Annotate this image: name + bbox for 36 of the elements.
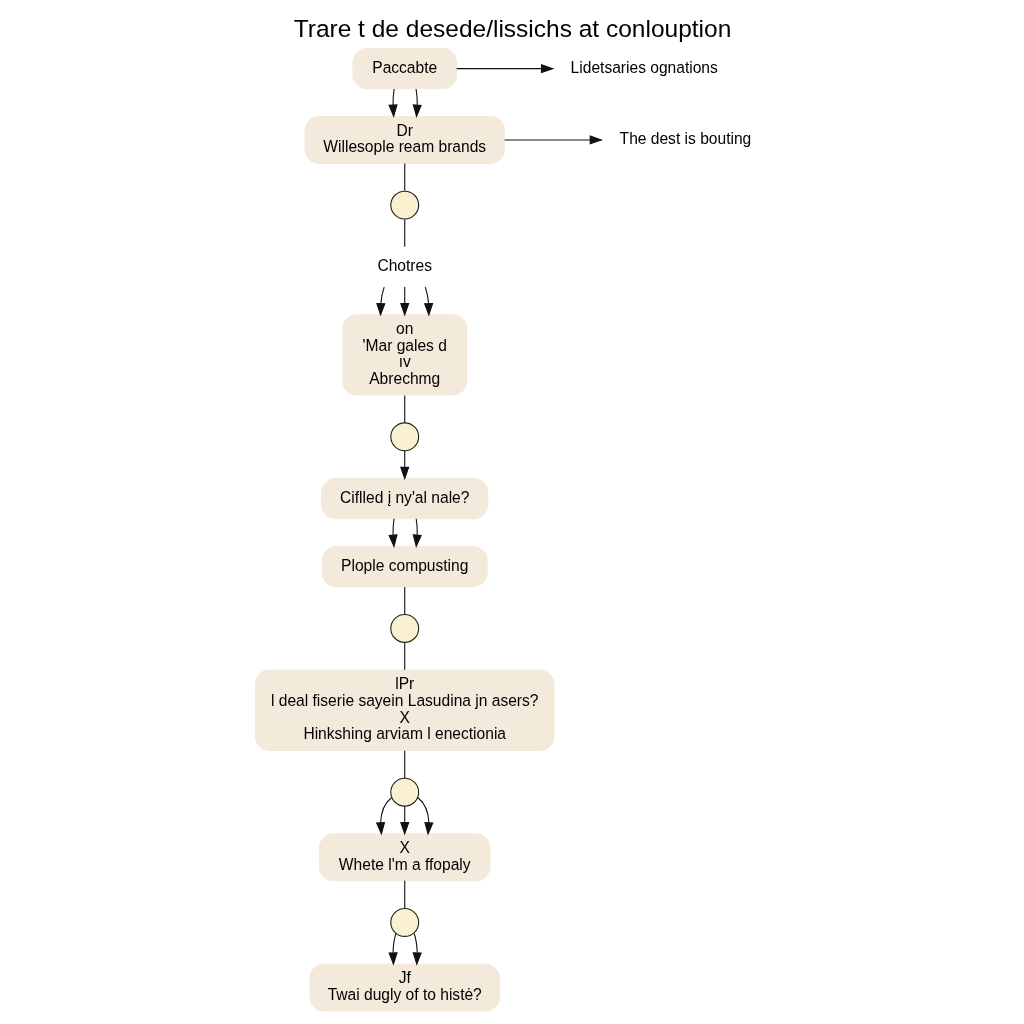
connector bbox=[403, 218, 405, 248]
node-box: Paccabte bbox=[351, 48, 457, 90]
connector bbox=[403, 880, 405, 909]
arrow bbox=[387, 88, 398, 118]
arrow bbox=[375, 286, 385, 317]
connector bbox=[403, 586, 405, 615]
arrow bbox=[423, 286, 433, 317]
node-box: lPr l deal fiserie sayein Lasudina jn asers? X Hinkshing arviam l enectionia bbox=[254, 669, 555, 751]
arrow bbox=[412, 88, 422, 118]
node-circle bbox=[389, 613, 419, 643]
node-circle bbox=[389, 908, 419, 937]
node-text: Lidetsaries ognations bbox=[570, 58, 718, 76]
node-box: Plople compusting bbox=[321, 545, 488, 588]
node-box: Dr Willesople ream brands bbox=[303, 116, 505, 164]
node-circle bbox=[389, 190, 419, 220]
arrow bbox=[387, 932, 398, 966]
node-circle bbox=[389, 777, 419, 807]
arrow bbox=[412, 518, 422, 548]
arrow bbox=[455, 63, 554, 74]
connector bbox=[403, 162, 405, 192]
node-box: Ciflled į ny'al nale? bbox=[320, 478, 488, 520]
connector bbox=[403, 642, 405, 671]
arrow bbox=[387, 518, 398, 548]
arrow bbox=[412, 932, 422, 966]
node-box: Jf Twai dugly of to histė? bbox=[309, 963, 500, 1012]
node-text: Chotres bbox=[376, 257, 432, 275]
node-text: The dest is bouting bbox=[619, 130, 751, 148]
node-box: on 'Mar gales d ıv Abrechmg bbox=[341, 314, 467, 396]
arrow bbox=[416, 797, 434, 836]
node-box: X Whete l'm a ffopaly bbox=[318, 833, 490, 882]
node-circle bbox=[389, 422, 419, 452]
diagram-title: Trare t de desede/lissichs at conlouption bbox=[293, 15, 731, 43]
connector bbox=[403, 750, 405, 779]
arrow bbox=[375, 797, 392, 836]
arrow bbox=[503, 135, 603, 145]
connector bbox=[403, 394, 405, 424]
